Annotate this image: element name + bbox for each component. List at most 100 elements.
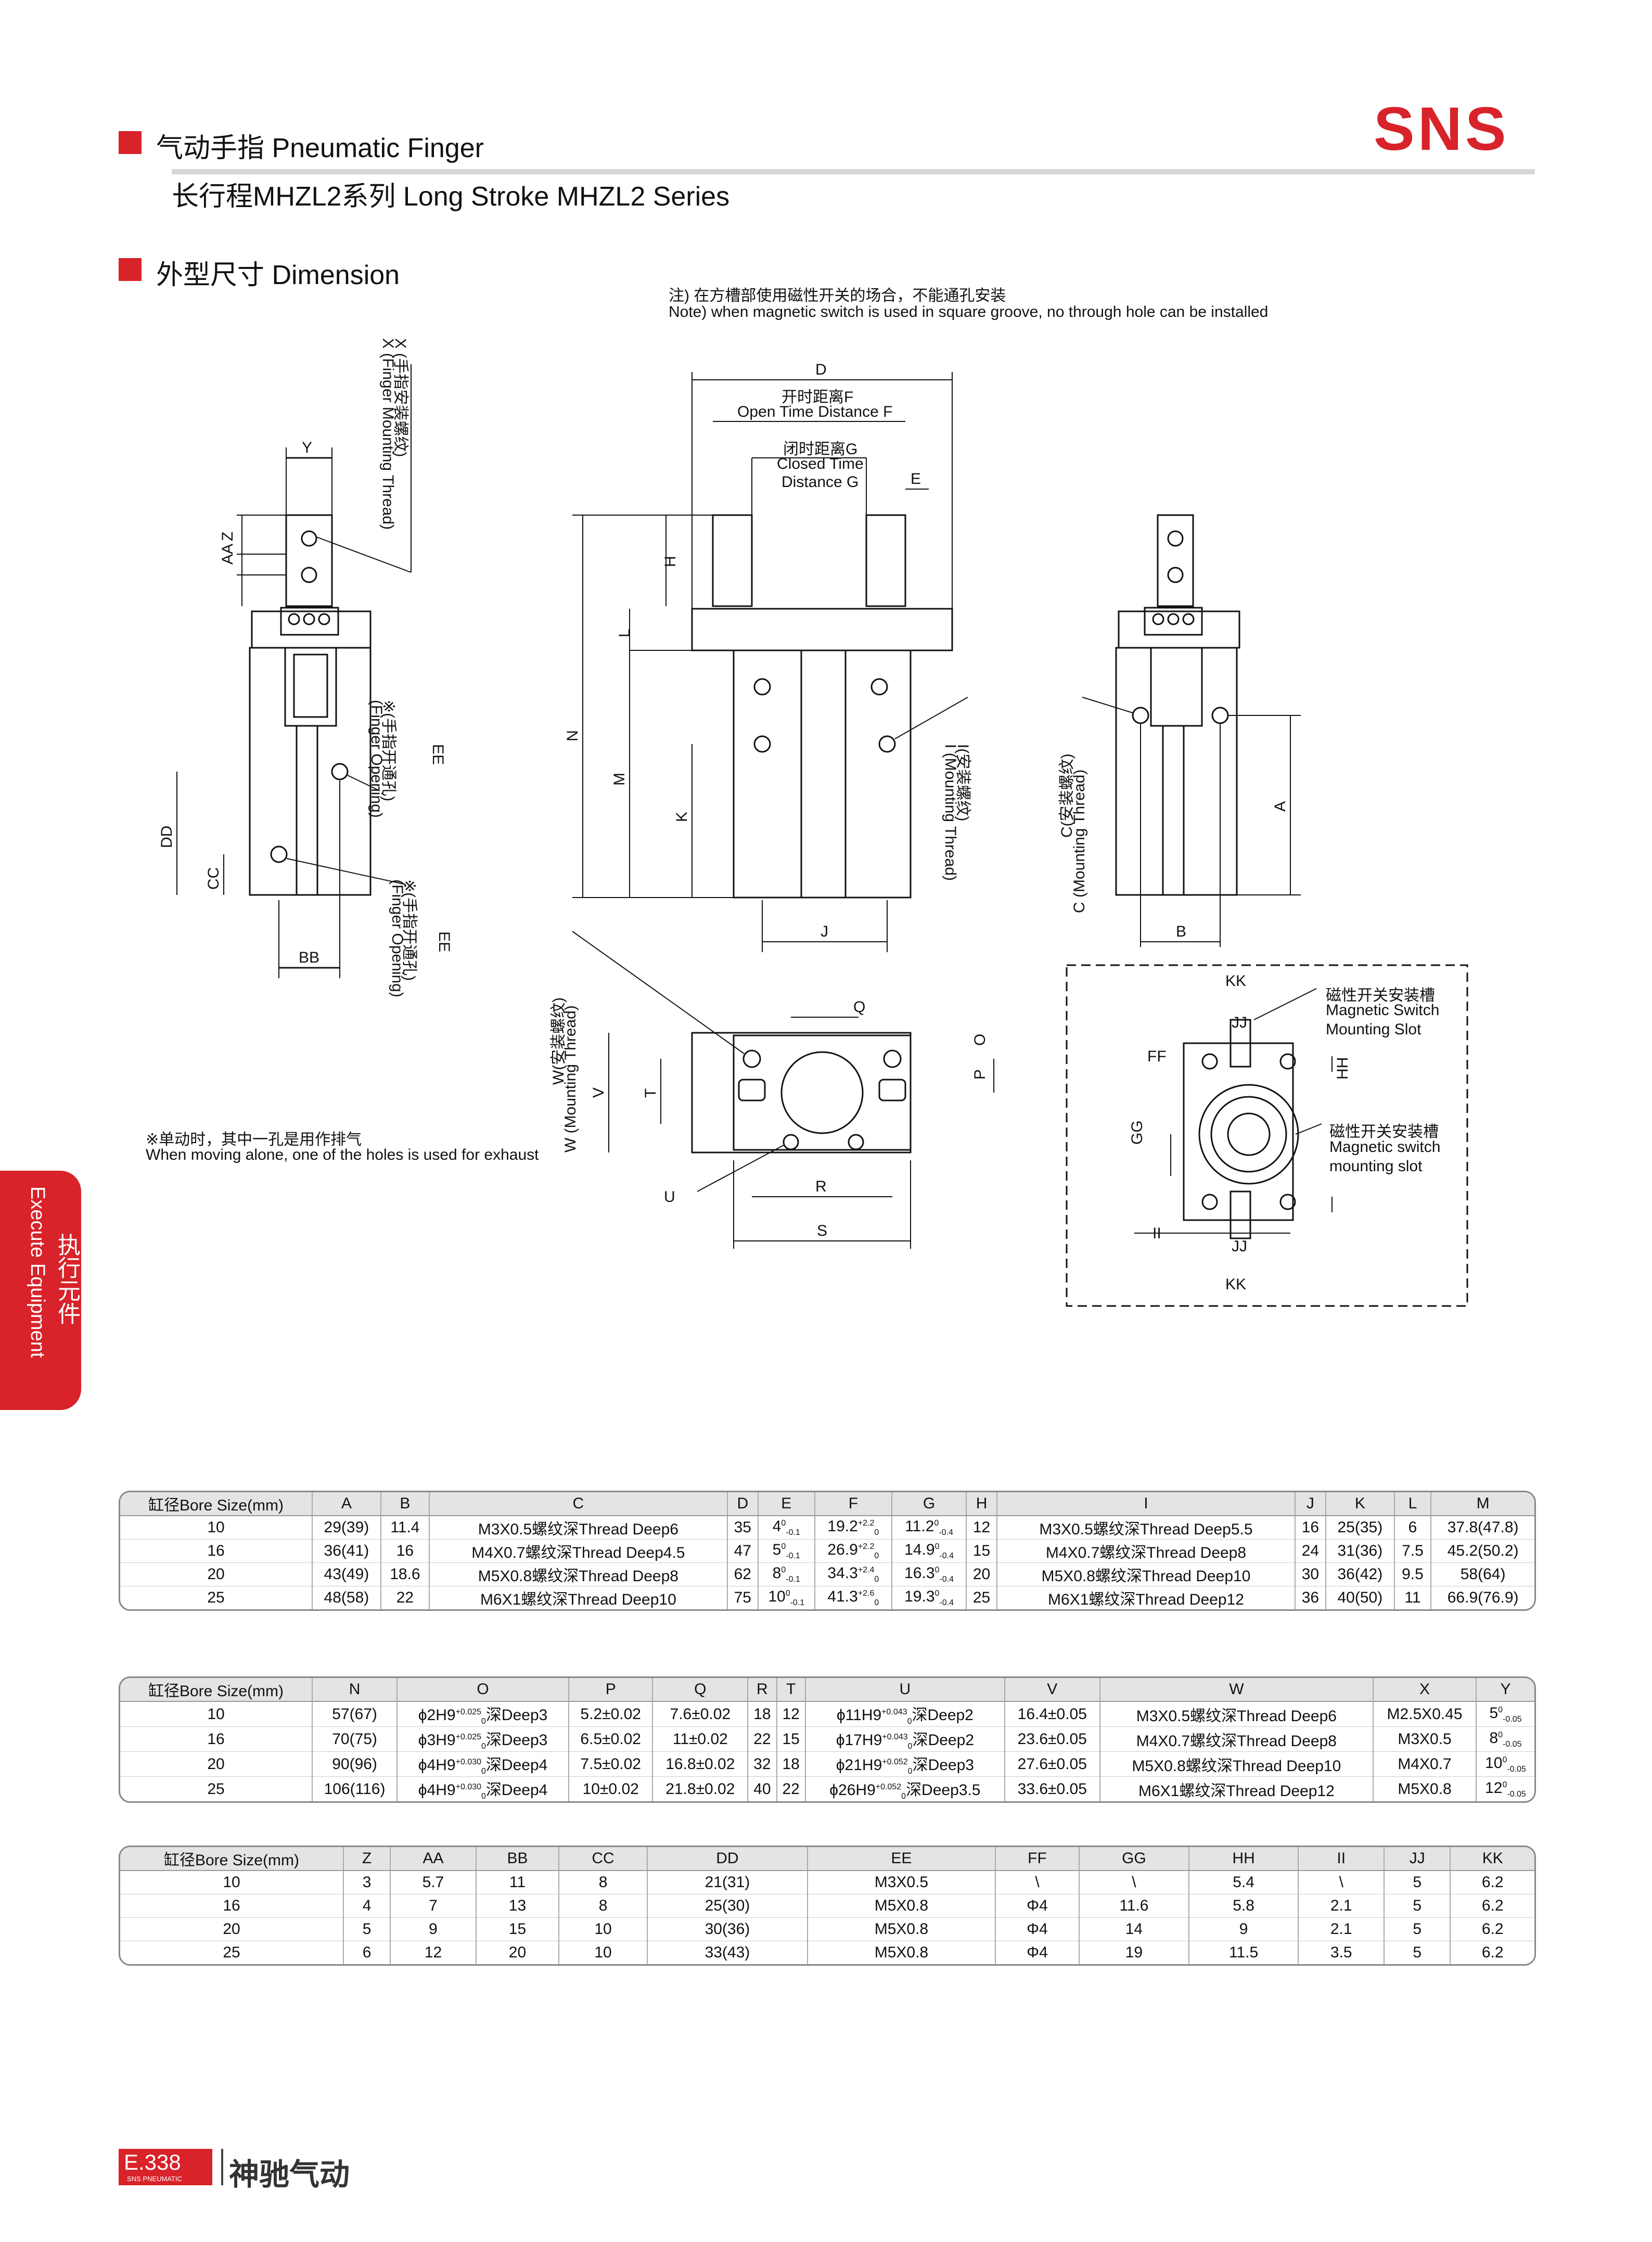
table-cell: \ <box>995 1871 1080 1894</box>
table-cell: 100-0.05 <box>1476 1751 1534 1777</box>
brand-logo: SNS <box>1374 95 1509 163</box>
table-cell: 16 <box>120 1894 344 1918</box>
dim-l: L <box>616 629 633 637</box>
table-cell: 106(116) <box>312 1776 398 1801</box>
table-cell: 80-0.1 <box>758 1562 815 1586</box>
table-cell: 10±0.02 <box>568 1776 654 1801</box>
table-cell: \ <box>1298 1871 1385 1894</box>
table-cell: M5X0.8 <box>807 1894 996 1918</box>
table-cell: 19 <box>1079 1941 1189 1964</box>
dim-ff: FF <box>1147 1048 1167 1065</box>
table-cell: 4 <box>343 1894 391 1918</box>
table-cell: 8 <box>559 1871 648 1894</box>
table-cell: 43(49) <box>312 1562 381 1586</box>
table-cell: 10 <box>120 1516 313 1540</box>
table-cell: 11±0.02 <box>652 1726 749 1752</box>
label-mag-slot2-en1: Magnetic switch <box>1329 1138 1441 1156</box>
table-cell: 6.2 <box>1450 1917 1534 1941</box>
table-cell: 25 <box>120 1776 313 1801</box>
table-cell: M4X0.7螺纹深Thread Deep8 <box>997 1539 1296 1563</box>
table-cell: 20 <box>120 1751 313 1777</box>
table-cell: 20 <box>120 1562 313 1586</box>
dim-k: K <box>673 812 690 822</box>
table-cell: 22 <box>380 1586 430 1609</box>
table-header-cell: O <box>397 1678 569 1702</box>
table-cell: ϕ4H9+0.0300深Deep4 <box>397 1776 569 1801</box>
table-cell: 36(41) <box>312 1539 381 1563</box>
table-cell: 26.9+2.20 <box>814 1539 893 1563</box>
page-subtitle: 长行程MHZL2系列 Long Stroke MHZL2 Series <box>172 182 730 212</box>
table-cell: M2.5X0.45 <box>1373 1701 1477 1727</box>
table-cell: 36(42) <box>1325 1562 1395 1586</box>
table-cell: 2.1 <box>1298 1917 1385 1941</box>
table-cell: 5.4 <box>1188 1871 1299 1894</box>
table-cell: 50-0.05 <box>1476 1701 1534 1727</box>
label-closed-g-cn: 闭时距离G <box>783 441 858 458</box>
table-cell: 5 <box>1384 1894 1451 1918</box>
dim-cc: CC <box>205 867 222 890</box>
table-cell: 5.2±0.02 <box>568 1701 654 1727</box>
table-cell: 25(35) <box>1325 1516 1395 1540</box>
table-cell: M3X0.5 <box>1373 1726 1477 1752</box>
table-header-cell: T <box>776 1678 806 1702</box>
table-cell: ϕ2H9+0.0250深Deep3 <box>397 1701 569 1727</box>
table-cell: Φ4 <box>995 1941 1080 1964</box>
table-header-cell: A <box>312 1492 381 1516</box>
table-cell: ϕ4H9+0.0300深Deep4 <box>397 1751 569 1777</box>
dim-hh: HH <box>1334 1057 1351 1080</box>
label-finger-open2-en: (Finger Opening) <box>389 879 406 997</box>
dim-q: Q <box>853 998 865 1016</box>
table-cell: 30(36) <box>647 1917 808 1941</box>
dim-jj2: JJ <box>1232 1238 1247 1255</box>
table-cell: 7.5 <box>1394 1539 1432 1563</box>
table-cell: 47 <box>727 1539 759 1563</box>
dim-m: M <box>611 773 628 786</box>
table-header-cell: W <box>1099 1678 1374 1702</box>
table-cell: 24 <box>1295 1539 1326 1563</box>
table-cell: 8 <box>559 1894 648 1918</box>
table-cell: 10 <box>120 1701 313 1727</box>
dim-j: J <box>821 923 828 940</box>
table-cell: 33(43) <box>647 1941 808 1964</box>
label-c-en: C (Mounting Thread) <box>1071 769 1088 913</box>
table-cell: 18 <box>776 1751 806 1777</box>
table-cell: 11.5 <box>1188 1941 1299 1964</box>
label-mag-slot2-en2: mounting slot <box>1329 1158 1423 1175</box>
dim-a: A <box>1272 801 1289 812</box>
table-cell: 25 <box>966 1586 998 1609</box>
table-cell: 7.6±0.02 <box>652 1701 749 1727</box>
table-cell: 5 <box>1384 1917 1451 1941</box>
table-header-cell: EE <box>807 1847 996 1871</box>
table-cell: 5.8 <box>1188 1894 1299 1918</box>
table-cell: 15 <box>966 1539 998 1563</box>
table-cell: 70(75) <box>312 1726 398 1752</box>
dim-kk: KK <box>1225 972 1246 990</box>
table-header-cell: D <box>727 1492 759 1516</box>
table-cell: ϕ3H9+0.0250深Deep3 <box>397 1726 569 1752</box>
label-mag-slot-en1: Magnetic Switch <box>1326 1002 1440 1019</box>
slot-detail-view <box>1066 964 1468 1307</box>
table-cell: M4X0.7螺纹深Thread Deep4.5 <box>429 1539 728 1563</box>
table-cell: 6.2 <box>1481 1944 1504 1961</box>
table-cell: 5 <box>1384 1871 1451 1894</box>
header-rule <box>172 169 1535 174</box>
table-cell: 27.6±0.05 <box>1004 1751 1100 1777</box>
table-cell: ϕ26H9+0.0520深Deep3.5 <box>805 1776 1005 1801</box>
label-open-f-cn: 开时距离F <box>782 389 854 406</box>
spec-table-3: 缸径Bore Size(mm) Z AA BB CC DD EE FF GG H… <box>119 1846 1536 1966</box>
table-header-cell: 缸径Bore Size(mm) <box>120 1847 344 1871</box>
table-header-cell: L <box>1394 1492 1432 1516</box>
header-bullet <box>119 131 142 154</box>
footer-brand: 神驰气动 <box>229 2158 350 2192</box>
table-cell: 35 <box>727 1516 759 1540</box>
table-cell: 22 <box>776 1776 806 1801</box>
table-cell: ϕ11H9+0.0430深Deep2 <box>805 1701 1005 1727</box>
table-cell: 23.6±0.05 <box>1004 1726 1100 1752</box>
table-cell: 120-0.05 <box>1485 1779 1526 1799</box>
table-cell: 3 <box>343 1871 391 1894</box>
